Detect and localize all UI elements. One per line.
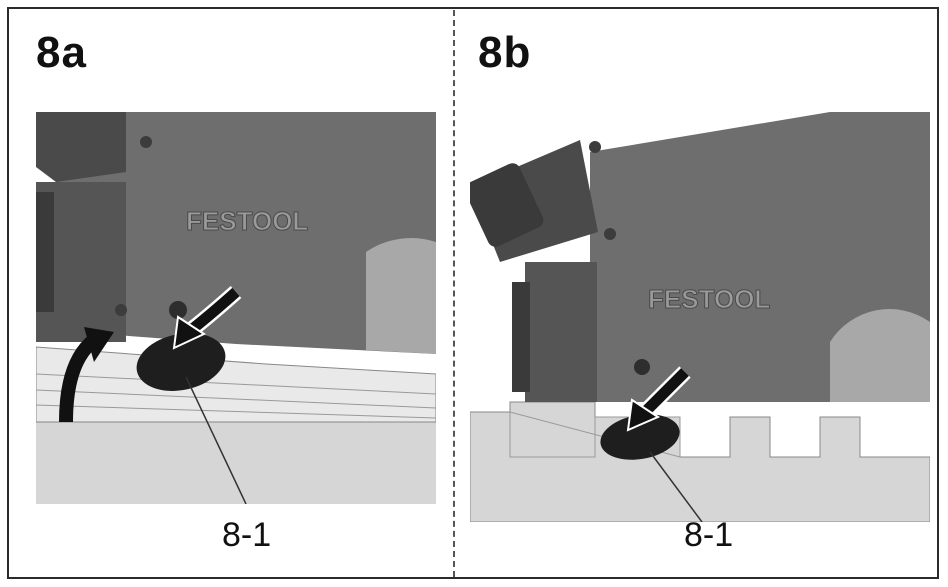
workpiece-8a <box>36 422 436 504</box>
leader-line-8a <box>185 376 247 504</box>
saw-handle-8a <box>36 112 126 182</box>
illustration-8a: FESTOOL <box>36 112 436 504</box>
leader-line-8b <box>649 451 703 522</box>
callout-8a: 8-1 <box>222 516 272 554</box>
up-arrow-8a <box>59 334 99 423</box>
lever-8a <box>136 333 226 391</box>
brand-text-8b: FESTOOL <box>648 284 770 314</box>
brand-text-8a: FESTOOL <box>186 206 308 236</box>
lever-8b <box>600 414 680 460</box>
saw-motor-end-8b <box>525 262 597 402</box>
illustration-8b: FESTOOL <box>470 112 930 522</box>
panel-label-8b: 8b <box>478 28 532 77</box>
panel-label-8a: 8a <box>36 28 87 77</box>
callout-8b: 8-1 <box>684 516 734 554</box>
panel-divider <box>453 10 455 577</box>
saw-body-8a <box>56 112 436 354</box>
